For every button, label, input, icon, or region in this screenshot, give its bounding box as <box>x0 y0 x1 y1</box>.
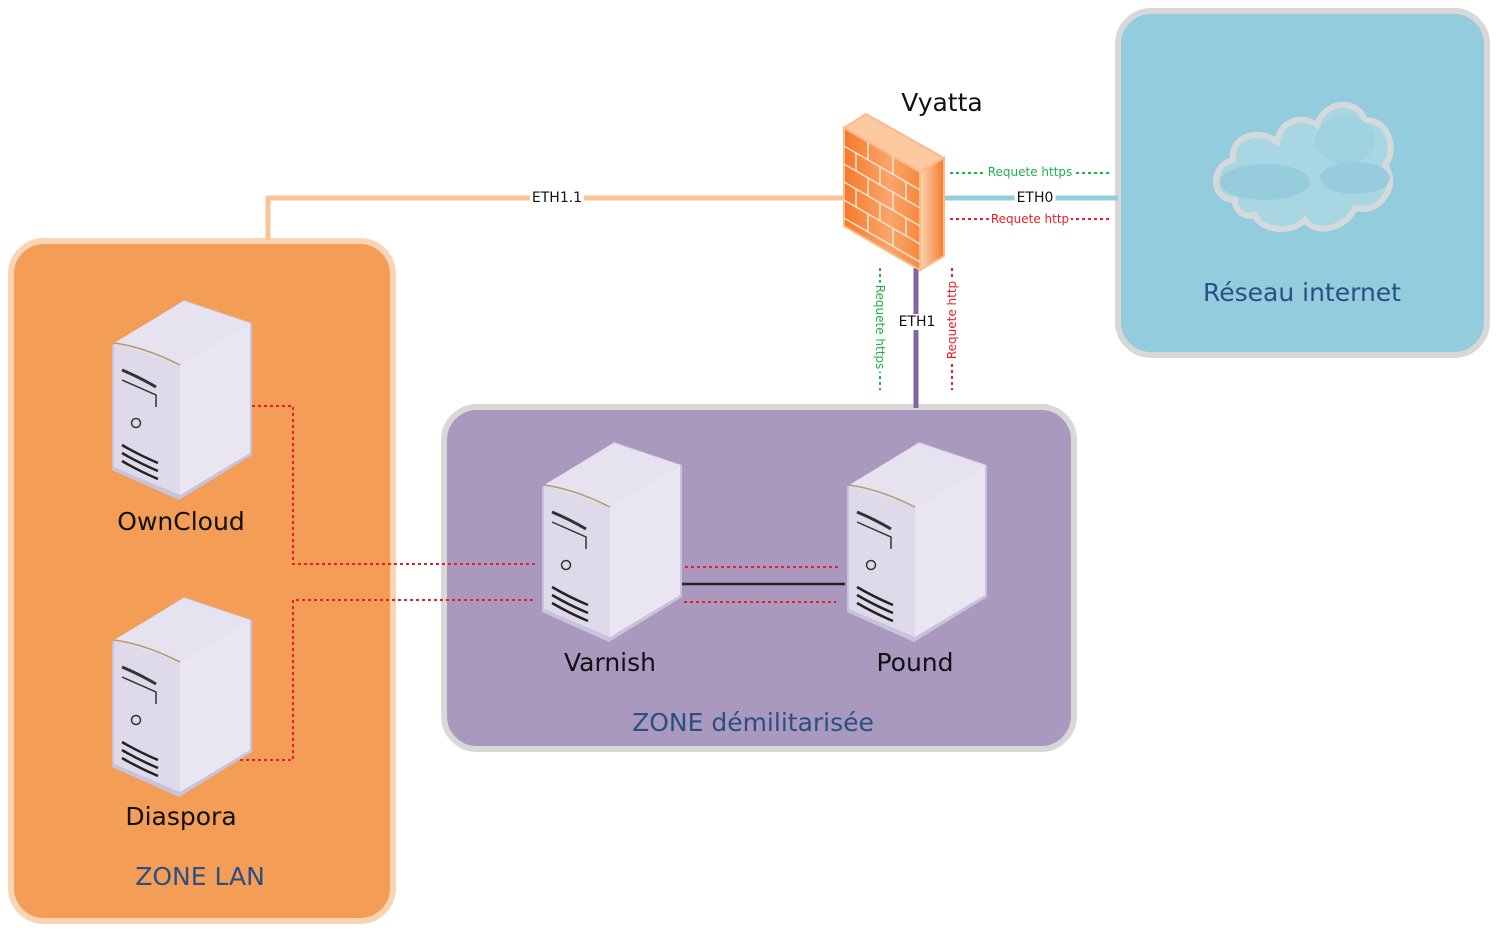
link-eth1-1 <box>265 195 850 240</box>
request-http-label-side: Requete http <box>945 278 959 362</box>
request-https-label-top: Requete https <box>985 165 1075 179</box>
cloud-icon <box>1213 101 1394 233</box>
firewall-icon[interactable] <box>838 108 948 274</box>
zone-label-lan: ZONE LAN <box>135 862 265 891</box>
request-https-label-side: Requete https <box>873 282 887 372</box>
server-icon-owncloud[interactable] <box>104 295 254 500</box>
zone-label-dmz: ZONE démilitarisée <box>632 708 874 737</box>
server-icon-pound[interactable] <box>839 437 989 642</box>
diaspora-varnish-link <box>222 599 535 761</box>
zone-label-internet: Réseau internet <box>1203 278 1401 307</box>
node-label-diaspora: Diaspora <box>125 802 237 831</box>
node-label-owncloud: OwnCloud <box>117 507 245 536</box>
node-label-vyatta: Vyatta <box>901 88 983 117</box>
owncloud-varnish-link <box>252 405 535 565</box>
node-label-varnish: Varnish <box>564 648 656 677</box>
link-label-eth1-1: ETH1.1 <box>529 190 585 206</box>
server-icon-varnish[interactable] <box>534 437 684 642</box>
link-label-eth0: ETH0 <box>1014 190 1056 206</box>
server-icon-diaspora[interactable] <box>104 592 254 797</box>
link-label-eth1: ETH1 <box>896 314 938 330</box>
node-label-pound: Pound <box>876 648 954 677</box>
request-http-label-top: Requete http <box>988 212 1072 226</box>
